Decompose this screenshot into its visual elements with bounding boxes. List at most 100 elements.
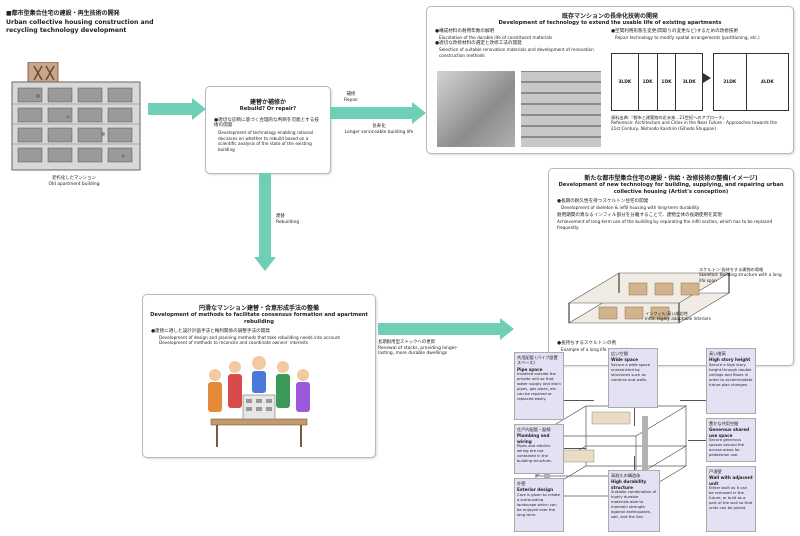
plan-label-1: 3LDK <box>618 79 632 85</box>
feature-pipe-space-desc: Installed outside the private unit so th… <box>517 371 561 401</box>
feature-shared-space-jp: 豊かな共用空間 <box>709 421 739 426</box>
plan-label-3: 1DK <box>661 79 672 85</box>
existing-box-title-jp: 既存マンションの長命化技術の開発 <box>561 13 658 20</box>
feature-high-story-en: High story height <box>709 357 751 363</box>
feature-plumbing-desc: Pipes and electric wiring are not contai… <box>517 443 552 464</box>
feature-pipe-space-en: Pipe space <box>517 366 543 372</box>
longer-life-label: 長寿化 Longer serviceable building life <box>338 124 420 135</box>
consensus-title-en: Development of methods to facilitate con… <box>150 312 368 325</box>
existing-ref-en: Reference: Architecture and Cities in th… <box>611 120 778 131</box>
feature-durability-en: High durability structure <box>611 479 647 490</box>
feature-shared-space-en: Generous shared use space <box>709 427 750 438</box>
feature-durability: 高耐久の構造体 High durability structure Suitab… <box>608 470 660 532</box>
old-building-label-en: Old apartment building <box>48 181 100 187</box>
new-tech-box: 新たな都市型集合住宅の建設・供給・改修技術の整備(イメージ) Developme… <box>548 168 794 366</box>
leader-line-2 <box>634 408 635 426</box>
repair-label-en: Repair <box>343 97 359 103</box>
infill-label: インフィル:高い順応性 Infill: Highly adaptable int… <box>645 311 725 322</box>
existing-reference: 資料出典:『都市と建築物の近未来…21世紀へのアプローチ』 Reference:… <box>611 115 787 131</box>
rebuild-box-item-jp: ●適切な診断に基づく合理的な判断を可能とする技術の開発 <box>214 117 319 129</box>
skeleton-example-heading: ●長持ちするスケルトンの例 Example of a long life spa… <box>557 341 757 352</box>
feature-exterior: 外壁 Exterior design Care is given to crea… <box>514 478 564 532</box>
feature-plumbing-jp: 住戸内配管・配線 <box>517 427 551 432</box>
rebuilding-label-en: Rebuilding <box>276 219 300 225</box>
existing-building-photo-2 <box>521 71 601 147</box>
feature-plumbing: 住戸内配管・配線 Plumbing and wiring Pipes and e… <box>514 424 564 474</box>
existing-left-item2-en: Selection of suitable renovation materia… <box>439 47 594 58</box>
old-building-illustration <box>8 61 144 174</box>
stock-renewal-label-jp: 長期耐用型ストックへの更新 <box>378 340 436 345</box>
leader-line-6 <box>634 456 635 470</box>
main-title-en: Urban collective housing construction an… <box>6 19 154 35</box>
consensus-item-en1: Development of design and planning metho… <box>159 334 341 340</box>
arrow-rebuild-down <box>254 173 276 273</box>
existing-right-item-jp: ●空間利用形態を変更(間取りの変更など)するための改修技術 <box>611 29 739 34</box>
plan-change-arrow-icon <box>703 73 711 83</box>
rebuild-box-title-en: Rebuild? Or repair? <box>239 106 297 112</box>
old-building-label: 老朽化したマンション Old apartment building <box>44 176 104 187</box>
plan-unit-4: 3LDK <box>676 54 702 110</box>
feature-high-story-jp: 高い階高 <box>709 351 726 356</box>
skeleton-infill-illustration <box>559 253 739 335</box>
leader-line-5 <box>688 440 706 441</box>
feature-wide-space-en: Wide space <box>611 357 638 363</box>
existing-building-photo-1 <box>437 71 515 147</box>
plan-unit-3: 1DK <box>658 54 677 110</box>
rebuild-box-title-jp: 建替か補修か <box>249 99 286 106</box>
plan-label-2: 1DK <box>642 79 653 85</box>
new-tech-title-jp: 新たな都市型集合住宅の建設・供給・改修技術の整備(イメージ) <box>584 175 758 182</box>
existing-left-item-en: Elucidation of the durable life of const… <box>439 34 553 40</box>
plan-label-6: 4LDK <box>760 79 774 85</box>
existing-left-column: ●構成材料の耐用年数の解明 Elucidation of the durable… <box>435 29 605 58</box>
existing-box-title-en: Development of technology to extend the … <box>498 20 722 26</box>
plan-unit-1: 3LDK <box>612 54 639 110</box>
infill-label-jp: インフィル:高い順応性 <box>645 311 689 316</box>
skeleton-label-jp: スケルトン:長持ちする建物の骨格 <box>699 267 764 272</box>
feature-pipe-space: 共用配管 (パイプ設置スペース) Pipe space Installed ou… <box>514 352 564 420</box>
consensus-item-jp: ●建替に適した設計計画手法と権利関係の調整手法の開発 <box>151 329 270 334</box>
skeleton-label-en: Skeleton: Building structure with a long… <box>699 272 782 283</box>
rebuild-box-item-en: Development of technology enabling ratio… <box>218 130 313 152</box>
feature-pipe-space-jp: 共用配管 (パイプ設置スペース) <box>517 355 558 366</box>
repair-label-jp: 補修 <box>346 92 356 97</box>
main-title-jp: ■都市型集合住宅の建設・再生技術の開発 <box>6 10 120 17</box>
plan-label-5: 2LDK <box>723 79 737 85</box>
existing-apartments-box: 既存マンションの長命化技術の開発 Development of technolo… <box>426 6 794 154</box>
skeleton-label: スケルトン:長持ちする建物の骨格 Skeleton: Building stru… <box>699 267 789 283</box>
feature-wide-space-jp: 広い空間 <box>611 351 628 356</box>
new-tech-item1-jp: ●長期の耐久性を持つスケルトン住宅の開発 <box>557 199 649 204</box>
feature-exterior-jp: 外壁 <box>517 481 526 486</box>
existing-left-item2-jp: ●適切な改修材料の選定と改修工法の開発 <box>435 41 522 47</box>
feature-high-story: 高い階高 High story height Secure a high sto… <box>706 348 756 414</box>
consensus-title-jp: 円滑なマンション建替・合意形成手法の整備 <box>198 305 319 312</box>
consensus-box: 円滑なマンション建替・合意形成手法の整備 Development of meth… <box>142 294 376 458</box>
leader-line-1 <box>564 400 594 401</box>
new-tech-item2-en: Achievement of long-term use of the buil… <box>557 219 773 230</box>
consensus-item-en2: Development of methods to reconcile and … <box>159 340 309 346</box>
plan-unit-6: 4LDK <box>747 54 788 110</box>
main-title: ■都市型集合住宅の建設・再生技術の開発 Urban collective hou… <box>6 8 156 35</box>
arrow-to-new-tech <box>378 318 514 340</box>
feature-wide-space: 広い空間 Wide space Secure a wide space unre… <box>608 348 658 408</box>
example-heading-en: Example of a long life span skeleton <box>561 346 637 352</box>
new-tech-title-en: Development of new technology for buildi… <box>558 182 784 195</box>
new-tech-item2-jp: 耐用期間の異なるインフィル部分を分離することで、建物全体の長期使用を実現 <box>557 213 722 219</box>
example-heading-jp: ●長持ちするスケルトンの例 <box>557 341 617 346</box>
arrow-to-rebuild-decision <box>148 98 206 120</box>
feature-durability-desc: Suitable combination of highly durable m… <box>611 489 657 519</box>
meeting-illustration <box>203 351 315 449</box>
plan-label-4: 3LDK <box>682 79 696 85</box>
feature-plumbing-en: Plumbing and wiring <box>517 433 550 444</box>
feature-adjacent-wall-desc: Either built as it can be removed in the… <box>709 485 753 511</box>
feature-exterior-desc: Care is given to create a surrounding la… <box>517 491 560 517</box>
existing-right-item-en: Repair technology to modify spatial arra… <box>615 34 760 40</box>
feature-shared-space: 豊かな共用空間 Generous shared use space Secure… <box>706 418 756 462</box>
plan-unit-2: 1DK <box>639 54 658 110</box>
stock-renewal-label-en: Renewal of stocks, providing longer-last… <box>378 345 458 357</box>
longer-life-label-jp: 長寿化 <box>372 124 386 129</box>
feature-shared-space-desc: Secure generous spaces around the access… <box>709 437 745 458</box>
feature-adjacent-wall-en: Wall with adjacent unit <box>709 475 753 486</box>
feature-wide-space-desc: Secure a wide space unrestricted by stru… <box>611 361 651 382</box>
leader-line-4 <box>564 448 586 449</box>
existing-ref-jp: 資料出典:『都市と建築物の近未来…21世紀へのアプローチ』 <box>611 115 727 120</box>
